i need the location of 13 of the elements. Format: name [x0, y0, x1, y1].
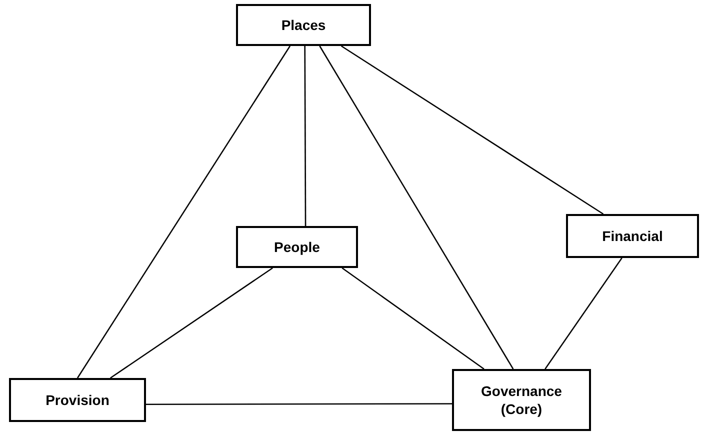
connector-line — [76, 46, 291, 378]
connector-line — [304, 46, 306, 226]
connector-line — [340, 45, 604, 215]
label-box: Places — [236, 4, 371, 46]
label-box: Provision — [9, 378, 146, 422]
connector-line — [342, 267, 484, 370]
connector-line — [319, 46, 514, 370]
label-box: People — [236, 226, 358, 268]
connector-line — [544, 258, 622, 370]
connector-line — [110, 267, 273, 379]
connector-line — [146, 403, 452, 406]
label-box: Financial — [566, 214, 699, 258]
label-box: Governance (Core) — [452, 369, 591, 431]
